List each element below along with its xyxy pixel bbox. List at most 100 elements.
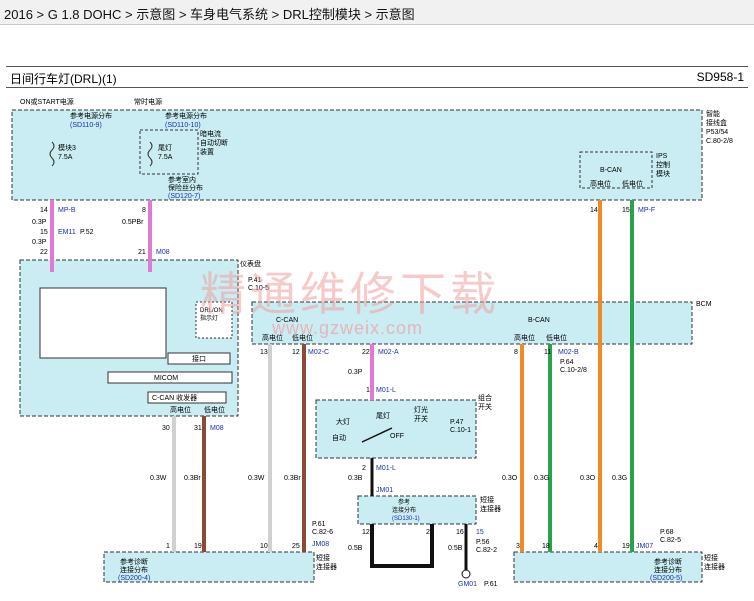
label-ref1: (SD110-9) bbox=[70, 122, 102, 129]
label-ips-c: 模块 bbox=[656, 169, 670, 178]
cluster-page-b: C.10-5 bbox=[248, 285, 269, 292]
ips-module-box bbox=[579, 151, 653, 189]
w2-conn: M08 bbox=[156, 249, 170, 256]
label-ips-a: IPS bbox=[656, 153, 668, 160]
cluster-inner-box bbox=[39, 287, 167, 359]
cluster-ccan: C-CAN 收发器 bbox=[152, 393, 197, 402]
jm01-ground-page: P.61 bbox=[484, 581, 498, 588]
watermark-url: www.gzweix.com bbox=[272, 318, 424, 338]
bcm-bcan-high: 高电位 bbox=[514, 333, 535, 342]
label-junction-d: C.80-2/8 bbox=[706, 138, 733, 145]
br-g3: 0.3O bbox=[580, 475, 596, 482]
br-g4: 0.3G bbox=[612, 475, 627, 482]
bcm-conn-b: M02-B bbox=[558, 349, 579, 356]
br-p19: 19 bbox=[622, 543, 630, 550]
label-ref2: (SD110-10) bbox=[165, 122, 201, 129]
bl-page-a: P.61 bbox=[312, 521, 326, 528]
drl-label-b: 指示灯 bbox=[200, 314, 218, 322]
bottom-left-box bbox=[103, 551, 315, 583]
w2-pin: 8 bbox=[142, 207, 146, 214]
br-g2: 0.3G bbox=[534, 475, 549, 482]
switch-title-b: 开关 bbox=[478, 402, 492, 411]
br-p4: 4 bbox=[594, 543, 598, 550]
right-pin1: 14 bbox=[590, 207, 598, 214]
bl-p10: 10 bbox=[260, 543, 268, 550]
br-page-b: C.82-5 bbox=[660, 537, 681, 544]
label-ref-power-2: 参考电源分布 bbox=[165, 111, 207, 120]
jm01-pin12: 12 bbox=[362, 529, 370, 536]
switch-gauge: 0.3P bbox=[348, 369, 363, 376]
br-label-b: 连接分布 bbox=[654, 565, 682, 574]
switch-conn1: M01-L bbox=[376, 387, 396, 394]
label-overcurrent-a: 暗电流 bbox=[200, 129, 221, 138]
cluster-interface-box bbox=[167, 352, 231, 365]
jm01-pin15: 15 bbox=[476, 529, 484, 536]
bcm-pin12: 12 bbox=[292, 349, 300, 356]
diagram-title: 日间行车灯(DRL)(1) bbox=[10, 72, 117, 86]
label-ref-connector: 保险丝分布 bbox=[168, 183, 203, 192]
w2-gauge: 0.5PBr bbox=[122, 219, 144, 226]
label-junction-b: 接线盒 bbox=[706, 118, 727, 127]
label-fuse2-a: 尾灯 bbox=[158, 143, 172, 152]
bcm-pin11: 11 bbox=[544, 349, 551, 356]
jm01-gauge-b: 0.5B bbox=[448, 545, 463, 552]
br-p3: 3 bbox=[516, 543, 520, 550]
label-fuse1-a: 模块3 bbox=[58, 143, 76, 152]
switch-conn2: M01-L bbox=[376, 465, 396, 472]
label-ref-indoor: 参考室内 bbox=[168, 175, 196, 184]
label-junction-a: 智能 bbox=[706, 109, 720, 118]
bcm-page2-b: C.10-2/8 bbox=[560, 367, 587, 374]
jm01-label-b: 连接分布 bbox=[392, 506, 416, 514]
label-ref3: (SD120-7) bbox=[168, 193, 200, 200]
switch-off: OFF bbox=[390, 433, 404, 440]
jm01-conn: JM01 bbox=[376, 487, 393, 494]
switch-page-a: P.47 bbox=[450, 419, 464, 426]
bl-g2: 0.3Br bbox=[184, 475, 201, 482]
bcm-box bbox=[251, 301, 693, 345]
label-fuse2-b: 7.5A bbox=[158, 154, 173, 161]
jm01-label-a: 参考 bbox=[398, 498, 410, 506]
w1-code: MP-B bbox=[58, 207, 76, 214]
wire-black-jm01-left bbox=[370, 524, 434, 568]
jm01-side-b: 连接器 bbox=[480, 504, 501, 513]
switch-dim: 尾灯 bbox=[376, 411, 390, 420]
label-low-top: 低电位 bbox=[622, 179, 643, 188]
bcm-ccan: C-CAN bbox=[276, 317, 298, 324]
jm01-pin2: 2 bbox=[426, 529, 430, 536]
jm01-page-a: P.56 bbox=[476, 539, 490, 546]
br-conn: JM07 bbox=[636, 543, 653, 550]
switch-title-a: 组合 bbox=[478, 393, 492, 402]
cluster-micom-box bbox=[107, 371, 233, 384]
jm01-ground: GM01 bbox=[458, 581, 477, 588]
bcm-pin8: 8 bbox=[514, 349, 518, 356]
breadcrumb: 2016 > G 1.8 DOHC > 示意图 > 车身电气系统 > DRL控制… bbox=[0, 0, 754, 25]
cluster-conn: M08 bbox=[210, 425, 224, 432]
jm01-pin16: 16 bbox=[456, 529, 464, 536]
label-bcan-top: B-CAN bbox=[600, 167, 622, 174]
w1-pin: 14 bbox=[40, 207, 48, 214]
bcm-page2-a: P.64 bbox=[560, 359, 574, 366]
bcm-title: BCM bbox=[696, 301, 712, 308]
label-junction-c: P53/54 bbox=[706, 129, 728, 136]
bl-ref: (SD200-4) bbox=[118, 575, 150, 582]
label-ips-b: 控制 bbox=[656, 160, 670, 169]
combination-switch-box bbox=[315, 399, 477, 459]
cluster-low: 低电位 bbox=[204, 405, 225, 414]
bl-p1: 1 bbox=[166, 543, 170, 550]
fuse-1-icon bbox=[49, 141, 55, 167]
w1-pin3: 22 bbox=[40, 249, 48, 256]
label-overcurrent-c: 装置 bbox=[200, 147, 214, 156]
overcurrent-box bbox=[139, 129, 199, 175]
bl-p25: 25 bbox=[292, 543, 300, 550]
switch-head-a: 灯光 bbox=[414, 405, 428, 414]
cluster-page-a: P.41 bbox=[248, 277, 262, 284]
bl-g4: 0.3Br bbox=[284, 475, 301, 482]
bl-label-a: 参考诊断 bbox=[120, 557, 148, 566]
switch-gauge2: 0.3B bbox=[348, 475, 363, 482]
jm01-box bbox=[357, 495, 477, 525]
bl-g3: 0.3W bbox=[248, 475, 265, 482]
label-ref-power-1: 参考电源分布 bbox=[70, 111, 112, 120]
bl-page-b: C.82-6 bbox=[312, 529, 333, 536]
drl-label-a: DRL/ON bbox=[200, 308, 223, 314]
